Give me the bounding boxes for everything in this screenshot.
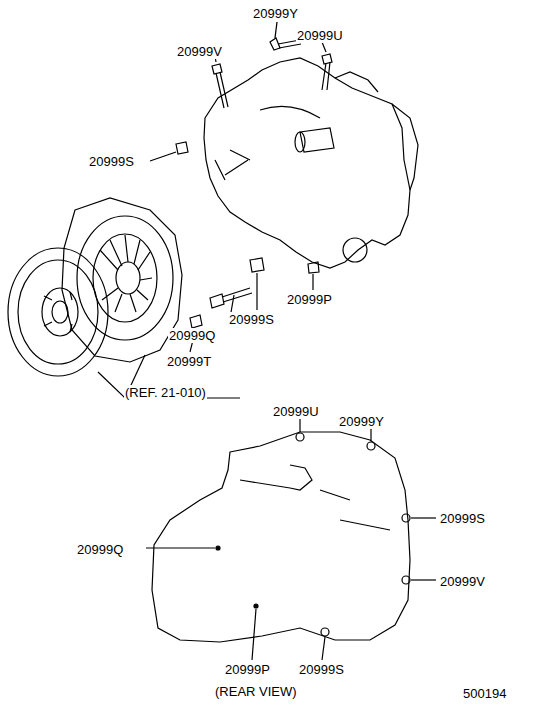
callout-number: 20999P <box>224 662 271 677</box>
figure-number: 500194 <box>462 686 507 701</box>
callout-number: 20999S <box>88 154 135 169</box>
callout-number: 20999V <box>176 44 223 59</box>
view-caption: (REAR VIEW) <box>214 684 298 699</box>
callout-number: 20999S <box>439 511 486 526</box>
callout-number: 20999T <box>166 354 212 369</box>
callout-number: 20999Y <box>338 414 385 429</box>
callout-number: 20999S <box>228 312 275 327</box>
callout-number: 20999U <box>296 28 344 43</box>
callout-number: 20999P <box>286 292 333 307</box>
callout-number: 20999V <box>439 574 486 589</box>
callout-number: 20999Q <box>76 542 124 557</box>
callout-number: 20999S <box>298 662 345 677</box>
callout-number: 20999U <box>272 404 320 419</box>
callout-number: 20999Q <box>168 328 216 343</box>
reference-note: (REF. 21-010) <box>124 385 207 400</box>
callout-number: 20999Y <box>252 6 299 21</box>
